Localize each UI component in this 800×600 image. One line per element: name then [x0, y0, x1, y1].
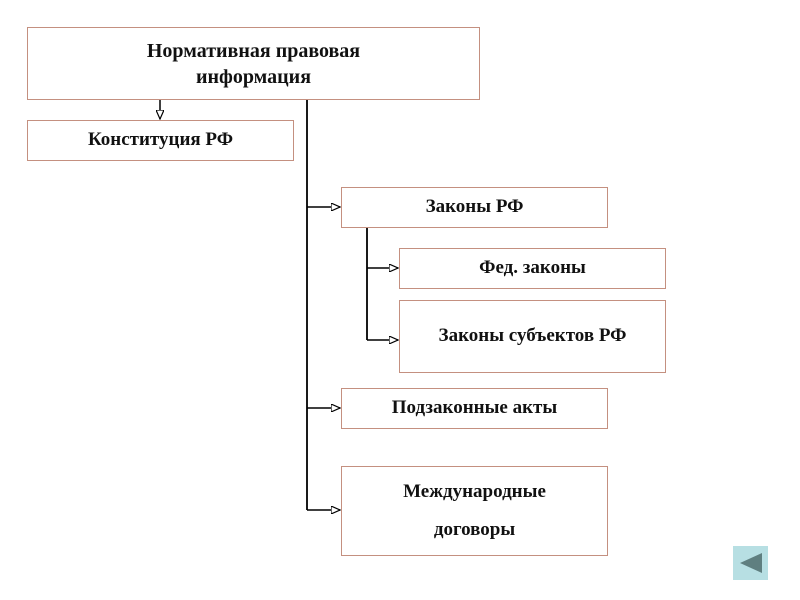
root-node: Нормативная правовая информация — [27, 27, 480, 100]
subject-laws-node: Законы субъектов РФ — [399, 300, 666, 373]
federal-laws-node: Фед. законы — [399, 248, 666, 289]
laws-node: Законы РФ — [341, 187, 608, 228]
subject-laws-label: Законы субъектов РФ — [438, 325, 627, 347]
treaties-label: Международные договоры — [403, 481, 546, 540]
bylaws-node: Подзаконные акты — [341, 388, 608, 429]
constitution-node: Конституция РФ — [27, 120, 294, 161]
treaties-node: Международные договоры — [341, 466, 608, 556]
triangle-left-icon — [739, 553, 762, 573]
laws-label: Законы РФ — [425, 196, 524, 218]
root-label: Нормативная правовая информация — [146, 39, 361, 88]
federal-laws-label: Фед. законы — [479, 257, 586, 279]
back-nav-button[interactable] — [733, 546, 768, 580]
constitution-label: Конституция РФ — [87, 129, 234, 151]
bylaws-label: Подзаконные акты — [391, 397, 558, 419]
